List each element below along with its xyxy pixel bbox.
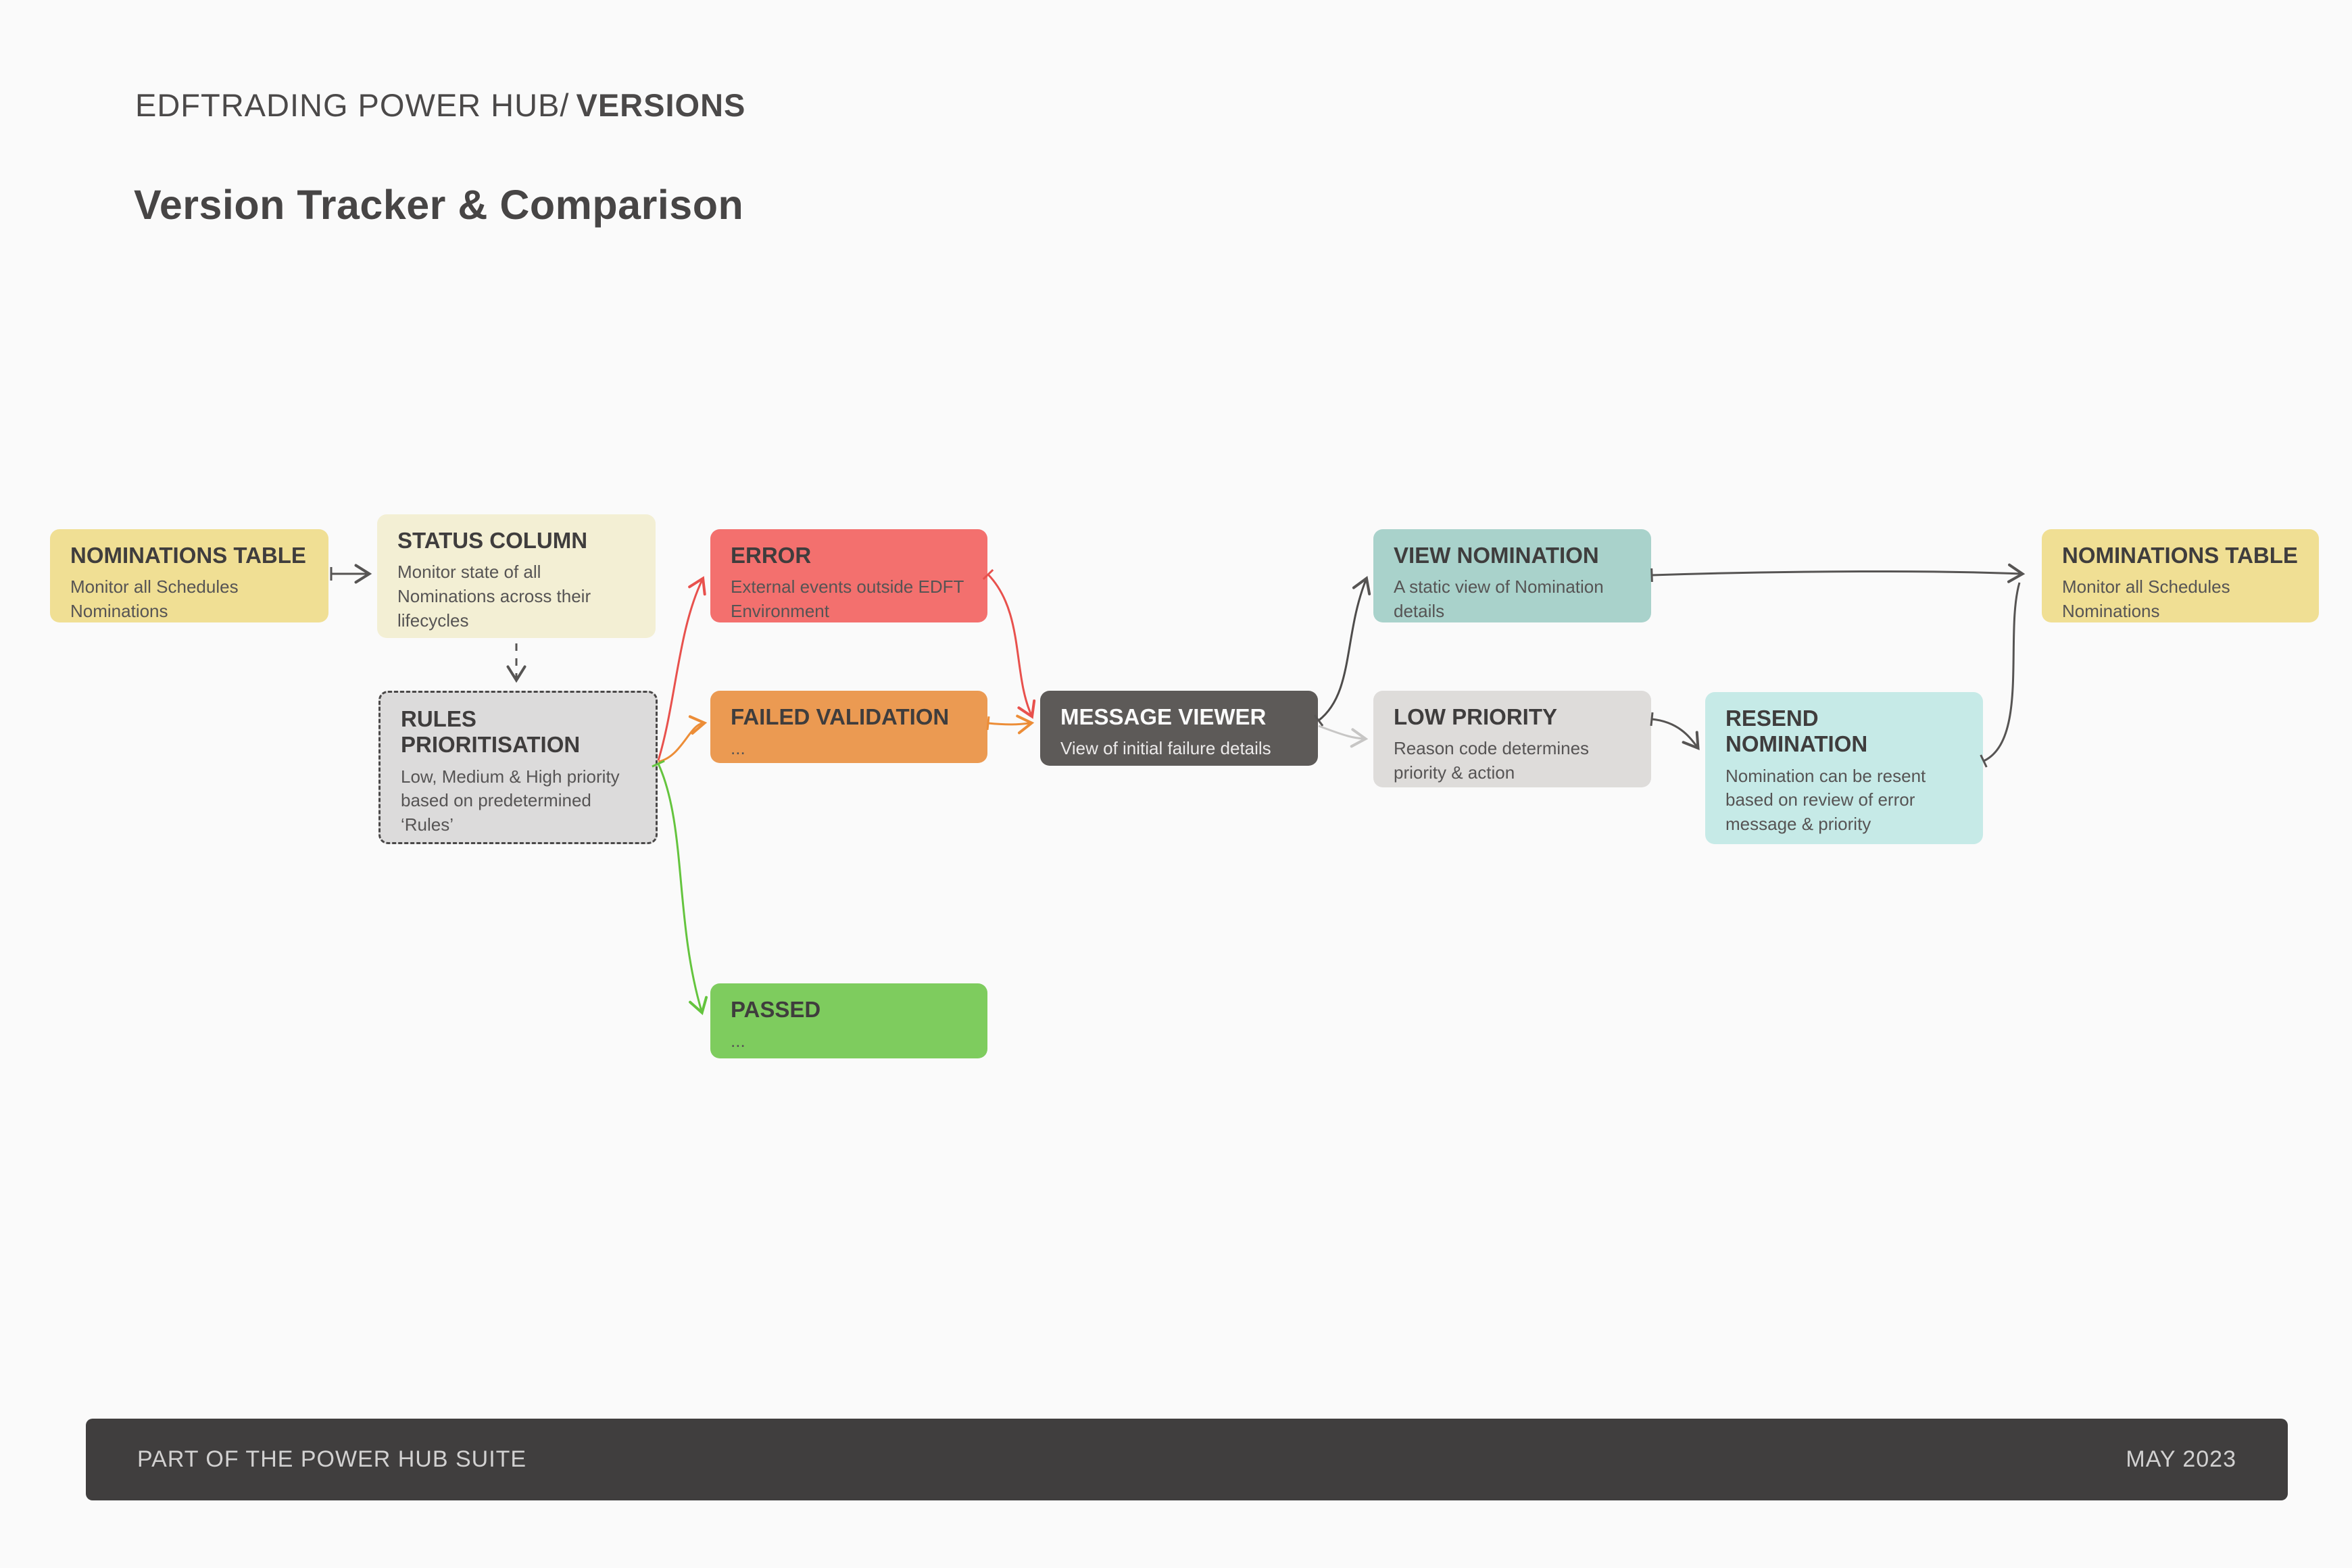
footer-right-text: MAY 2023 xyxy=(2126,1446,2236,1472)
node-body: Monitor all Schedules Nominations xyxy=(2062,577,2230,622)
node-status-column: STATUS COLUMN Monitor state of all Nomin… xyxy=(377,514,656,638)
footer-left-text: PART OF THE POWER HUB SUITE xyxy=(137,1446,527,1472)
node-title: NOMINATIONS TABLE xyxy=(70,543,306,568)
edge-viewnom-nomright xyxy=(1650,563,2026,583)
edge-lowpri-resend xyxy=(1650,712,1700,751)
node-title: VIEW NOMINATION xyxy=(1394,543,1599,568)
node-body: Reason code determines priority & action xyxy=(1394,738,1590,783)
node-nominations-table-right: NOMINATIONS TABLE Monitor all Schedules … xyxy=(2042,529,2319,622)
node-view-nomination: VIEW NOMINATION A static view of Nominat… xyxy=(1373,529,1651,622)
node-message-viewer: MESSAGE VIEWER View of initial failure d… xyxy=(1040,691,1318,766)
page-title: Version Tracker & Comparison xyxy=(134,182,744,228)
edge-rules-error xyxy=(657,576,706,761)
node-title: FAILED VALIDATION xyxy=(731,704,950,729)
breadcrumb-path: EDFTRADING POWER HUB/ xyxy=(135,87,570,123)
node-title: ERROR xyxy=(731,543,812,568)
footer-bar: PART OF THE POWER HUB SUITE MAY 2023 xyxy=(86,1419,2288,1500)
node-body: External events outside EDFT Environment xyxy=(731,577,964,622)
node-title: NOMINATIONS TABLE xyxy=(2062,543,2298,568)
node-resend-nomination: RESEND NOMINATION Nomination can be rese… xyxy=(1705,692,1983,844)
node-title: RULES PRIORITISATION xyxy=(401,706,581,758)
node-rules-prioritisation: RULES PRIORITISATION Low, Medium & High … xyxy=(378,691,658,844)
node-body: Low, Medium & High priority based on pre… xyxy=(401,766,620,835)
node-failed-validation: FAILED VALIDATION ... xyxy=(710,691,987,763)
node-body: View of initial failure details xyxy=(1060,738,1271,759)
node-title: STATUS COLUMN xyxy=(397,528,588,553)
node-title: RESEND NOMINATION xyxy=(1725,706,1868,757)
edge-msgview-viewnom xyxy=(1313,576,1371,727)
node-title: LOW PRIORITY xyxy=(1394,704,1557,729)
node-body: A static view of Nomination details xyxy=(1394,577,1604,622)
edge-rules-failed xyxy=(658,715,708,763)
node-nominations-table-left: NOMINATIONS TABLE Monitor all Schedules … xyxy=(50,529,328,622)
breadcrumb: EDFTRADING POWER HUB/VERSIONS xyxy=(135,87,745,124)
node-body: Nomination can be resent based on review… xyxy=(1725,765,1926,835)
edge-error-msgview xyxy=(982,568,1036,719)
node-passed: PASSED ... xyxy=(710,983,987,1058)
edge-failed-msgview xyxy=(986,714,1035,735)
edge-resend-nomright xyxy=(1980,582,2021,768)
edge-msgview-lowpri xyxy=(1318,725,1369,748)
edge-rules-passed xyxy=(652,760,708,1016)
node-body: Monitor state of all Nominations across … xyxy=(397,562,591,631)
node-title: PASSED xyxy=(731,997,821,1022)
node-body: Monitor all Schedules Nominations xyxy=(70,577,239,622)
node-body: ... xyxy=(731,1031,745,1052)
node-error: ERROR External events outside EDFT Envir… xyxy=(710,529,987,622)
node-title: MESSAGE VIEWER xyxy=(1060,704,1267,729)
node-body: ... xyxy=(731,738,745,759)
breadcrumb-current: VERSIONS xyxy=(576,87,746,123)
node-low-priority: LOW PRIORITY Reason code determines prio… xyxy=(1373,691,1651,787)
